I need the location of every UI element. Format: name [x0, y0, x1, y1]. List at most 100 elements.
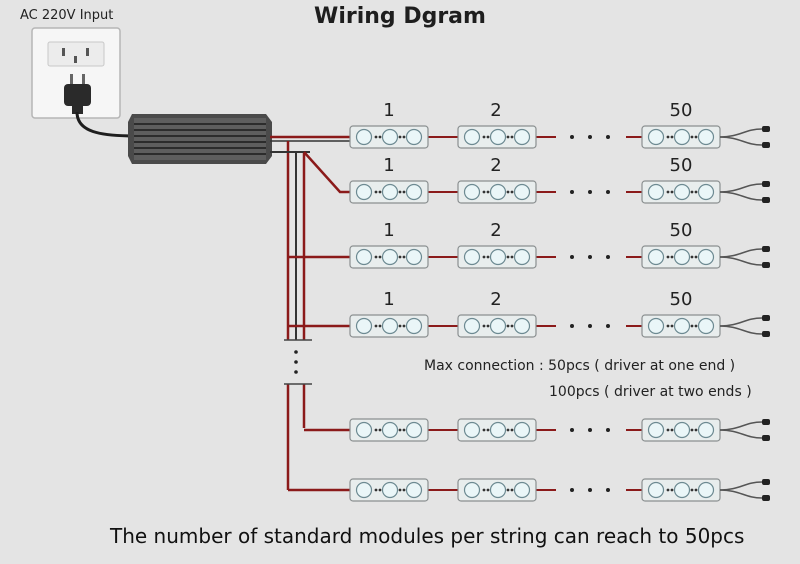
end-leads: [719, 126, 770, 148]
led-chip: [697, 248, 715, 266]
led-module: [457, 245, 537, 269]
led-module: [457, 478, 537, 502]
module-number-label: 1: [383, 289, 395, 310]
led-chip: [513, 248, 531, 266]
led-module: [641, 314, 721, 338]
ellipsis-icon: [570, 428, 610, 432]
ellipsis-icon: [294, 350, 298, 374]
max-connection-note: Max connection : 50pcs ( driver at one e…: [424, 358, 736, 374]
bus-wires: [270, 141, 312, 490]
led-chip: [405, 317, 423, 335]
end-leads: [719, 246, 770, 268]
module-number-label: 2: [490, 289, 502, 310]
module-number-label: 50: [669, 289, 693, 310]
led-module: [641, 245, 721, 269]
led-chip: [513, 421, 531, 439]
led-chip: [647, 183, 665, 201]
module-number-label: 1: [383, 220, 395, 241]
led-chip: [355, 421, 373, 439]
led-string: [288, 245, 770, 269]
led-module: [641, 180, 721, 204]
led-string: [288, 314, 770, 338]
led-chip: [647, 421, 665, 439]
led-chip: [463, 421, 481, 439]
led-module: [349, 418, 429, 442]
module-number-label: 2: [490, 100, 502, 121]
module-number-label: 1: [383, 155, 395, 176]
led-chip: [381, 421, 399, 439]
led-chip: [673, 317, 691, 335]
led-chip: [463, 317, 481, 335]
led-chip: [489, 421, 507, 439]
led-string: [304, 418, 770, 442]
led-chip: [381, 317, 399, 335]
end-leads: [719, 419, 770, 441]
led-string: [303, 151, 770, 204]
module-number-label: 1: [383, 100, 395, 121]
led-chip: [355, 248, 373, 266]
end-leads: [719, 479, 770, 501]
led-chip: [381, 481, 399, 499]
led-chip: [647, 317, 665, 335]
led-chip: [405, 128, 423, 146]
led-chip: [489, 317, 507, 335]
led-chip: [463, 248, 481, 266]
led-chip: [697, 317, 715, 335]
led-chip: [355, 183, 373, 201]
led-module: [457, 125, 537, 149]
led-chip: [405, 248, 423, 266]
led-chip: [381, 183, 399, 201]
led-chip: [673, 248, 691, 266]
led-driver-icon: [128, 114, 272, 164]
end-leads: [719, 181, 770, 203]
input-cable: [75, 111, 137, 138]
led-chip: [355, 317, 373, 335]
led-chip: [647, 128, 665, 146]
input-label: AC 220V Input: [20, 8, 114, 23]
led-module: [349, 314, 429, 338]
led-chip: [513, 183, 531, 201]
led-chip: [405, 421, 423, 439]
led-chip: [463, 183, 481, 201]
led-chip: [697, 128, 715, 146]
end-leads: [719, 315, 770, 337]
power-plug-icon: [64, 74, 91, 114]
led-chip: [381, 248, 399, 266]
led-chip: [647, 248, 665, 266]
two-ends-note: 100pcs ( driver at two ends ): [549, 384, 752, 400]
led-chip: [355, 481, 373, 499]
led-module: [641, 478, 721, 502]
led-chip: [489, 128, 507, 146]
led-chip: [513, 317, 531, 335]
led-module: [349, 125, 429, 149]
led-chip: [463, 481, 481, 499]
led-module: [349, 180, 429, 204]
ellipsis-icon: [570, 135, 610, 139]
led-chip: [513, 481, 531, 499]
led-chip: [381, 128, 399, 146]
led-module: [457, 314, 537, 338]
led-string: [288, 478, 770, 502]
led-chip: [673, 128, 691, 146]
led-module: [641, 418, 721, 442]
wall-outlet-icon: [31, 27, 121, 119]
led-chip: [405, 481, 423, 499]
led-chip: [489, 481, 507, 499]
feed-wire: [303, 151, 352, 194]
ellipsis-icon: [570, 255, 610, 259]
led-chip: [697, 421, 715, 439]
led-module: [457, 180, 537, 204]
led-chip: [405, 183, 423, 201]
led-module: [457, 418, 537, 442]
led-chip: [489, 183, 507, 201]
led-module: [641, 125, 721, 149]
led-chip: [463, 128, 481, 146]
footer-caption: The number of standard modules per strin…: [110, 524, 745, 548]
led-chip: [673, 421, 691, 439]
led-chip: [697, 183, 715, 201]
led-module: [349, 245, 429, 269]
module-number-label: 2: [490, 220, 502, 241]
led-module: [349, 478, 429, 502]
ellipsis-icon: [570, 488, 610, 492]
